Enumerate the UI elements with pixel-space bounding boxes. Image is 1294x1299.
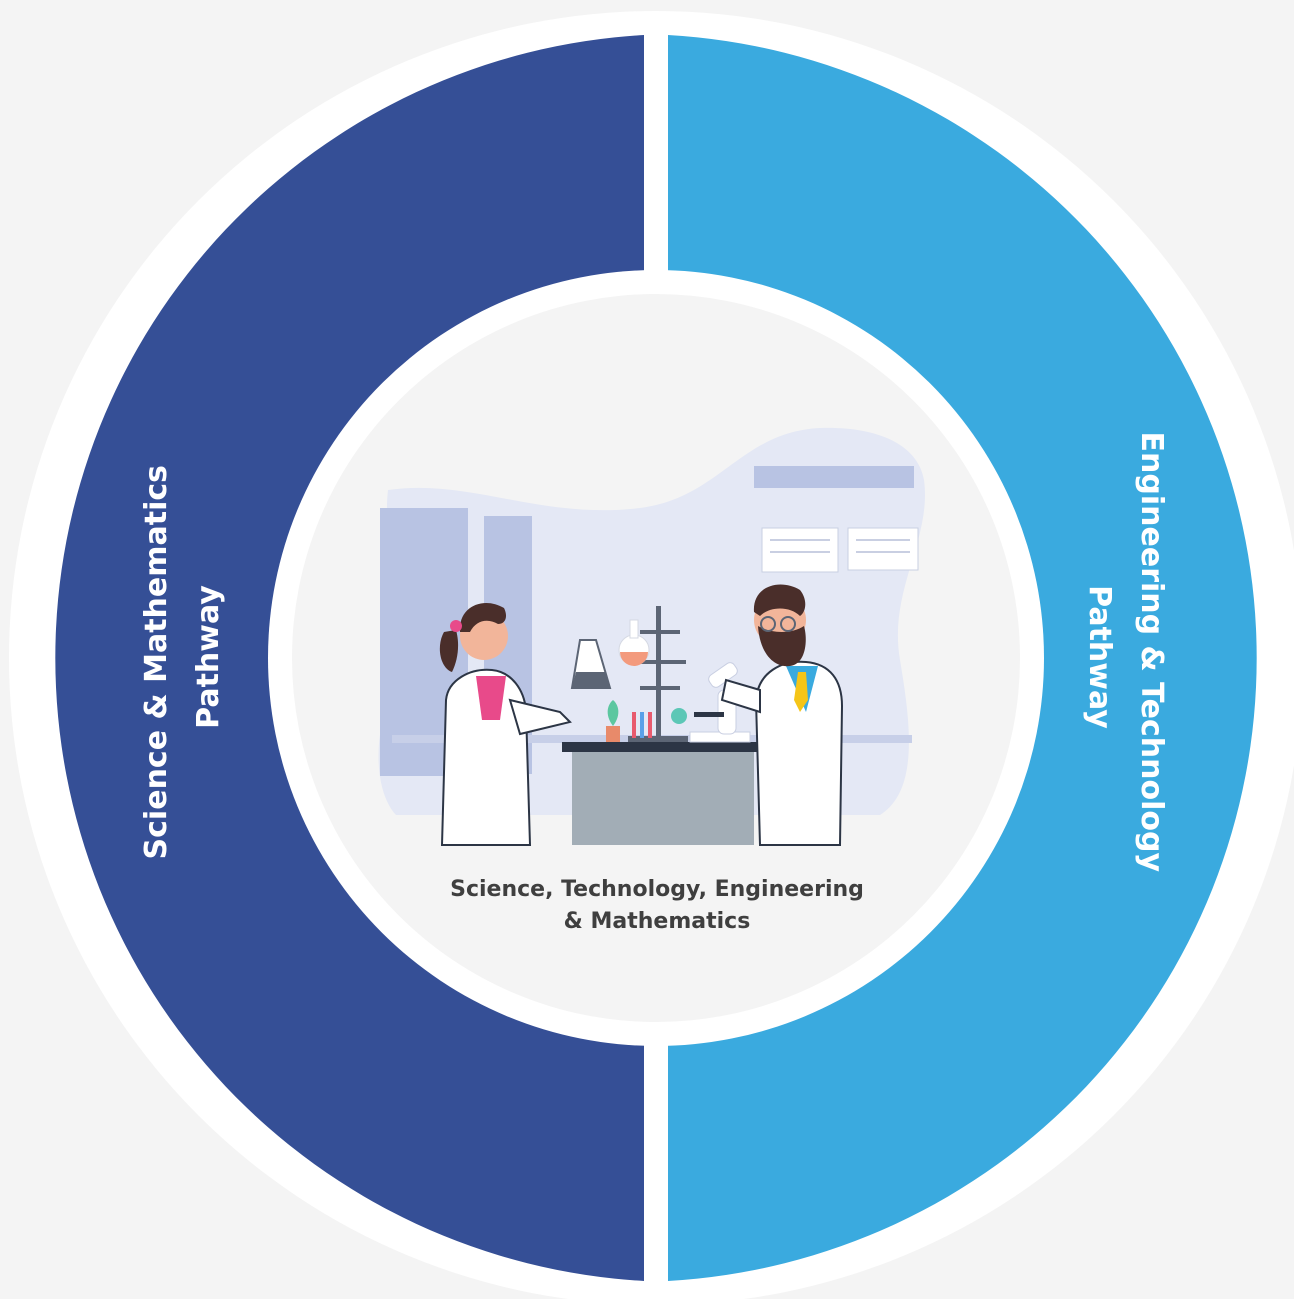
female-scientist (439, 602, 612, 846)
potted-plant (606, 726, 620, 742)
center-title-line1: Science, Technology, Engineering (450, 877, 864, 902)
science-mathematics-segment[interactable] (55, 35, 644, 1281)
notice-board (847, 527, 919, 571)
center-title: Science, Technology, Engineering & Mathe… (400, 874, 914, 938)
engineering-technology-segment[interactable] (668, 35, 1257, 1281)
lab-table-top (562, 742, 762, 752)
center-title-line2: & Mathematics (563, 909, 751, 934)
retort-stand (656, 606, 661, 742)
small-flask (671, 708, 687, 724)
ceiling-panel (754, 466, 914, 488)
engineering-technology-label: Engineering & Technology Pathway (1082, 432, 1169, 883)
lab-table-body (572, 752, 754, 845)
male-scientist (720, 584, 844, 846)
science-mathematics-label: Science & Mathematics Pathway (139, 455, 226, 860)
scientists-in-lab-illustration (378, 427, 925, 846)
test-tube (632, 712, 636, 738)
notice-board (761, 527, 839, 573)
